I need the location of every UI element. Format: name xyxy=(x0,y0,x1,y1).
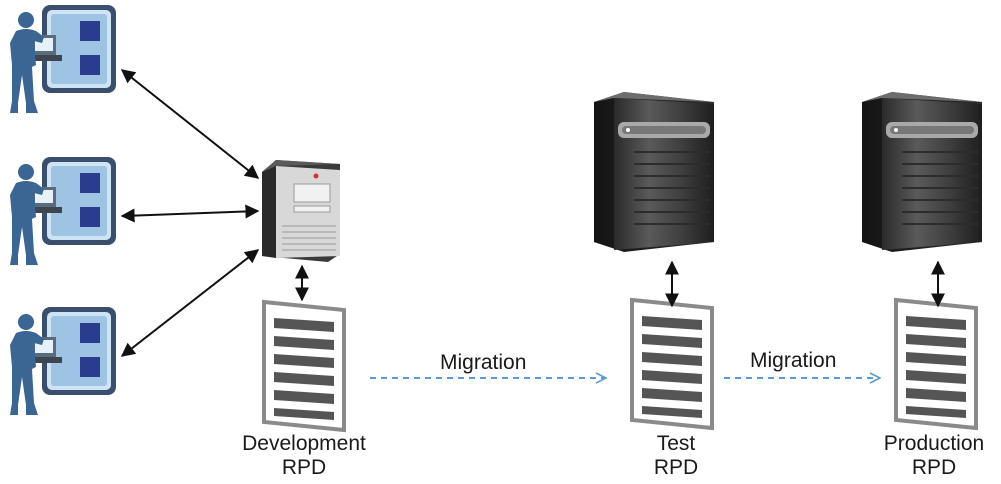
test-label-line1: Test xyxy=(656,432,696,455)
user-workstation-3-icon xyxy=(10,307,116,415)
user-workstation-1-icon xyxy=(10,5,116,113)
development-label-line1: Development xyxy=(242,432,366,455)
test-rpd-label: Test RPD xyxy=(626,432,726,480)
production-rpd-icon xyxy=(894,298,978,430)
development-rpd-label: Development RPD xyxy=(224,432,384,480)
test-rpd-icon xyxy=(630,298,714,430)
production-server-icon xyxy=(861,91,983,253)
production-rpd-label: Production RPD xyxy=(870,432,998,480)
connector-user2-server xyxy=(120,204,260,223)
development-rpd-icon xyxy=(262,300,346,432)
migration-label-2: Migration xyxy=(750,349,837,372)
production-label-line1: Production xyxy=(883,432,985,455)
development-server-icon xyxy=(262,160,340,262)
connector-user3-server xyxy=(120,249,260,357)
migration-label-1: Migration xyxy=(440,351,527,374)
connector-user1-server xyxy=(120,69,260,179)
test-label-line2: RPD xyxy=(653,456,699,479)
production-label-line2: RPD xyxy=(911,456,957,479)
development-label-line2: RPD xyxy=(281,456,327,479)
user-workstation-2-icon xyxy=(10,157,116,265)
test-server-icon xyxy=(593,91,715,253)
